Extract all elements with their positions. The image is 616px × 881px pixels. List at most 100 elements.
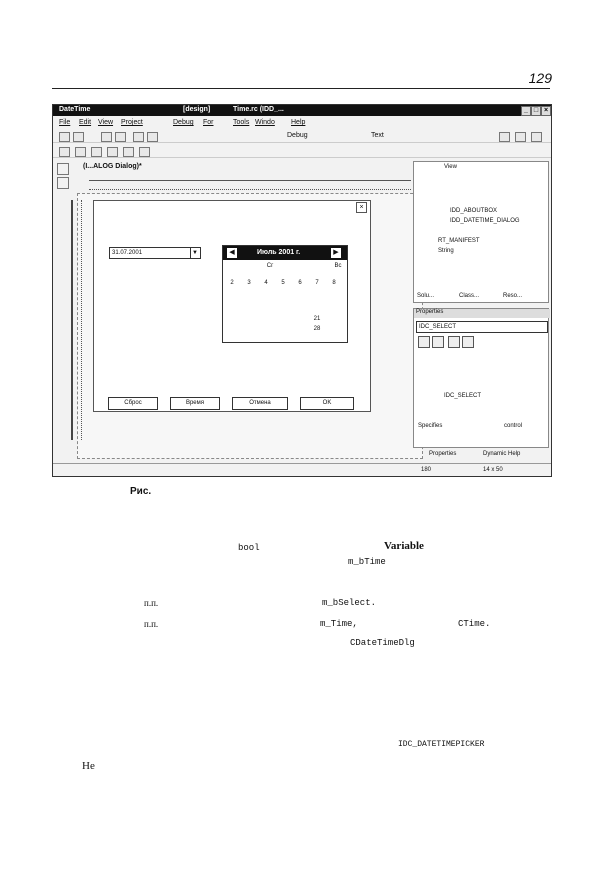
same-size-icon[interactable] [139,147,150,157]
calendar-header: ◀ Июль 2001 г. ▶ [223,246,347,260]
calendar-day[interactable]: 4 [264,280,268,286]
save-icon[interactable] [101,132,112,142]
dialog-close-icon[interactable]: × [356,202,367,213]
minimize-button[interactable]: _ [521,106,531,116]
prev-month-icon[interactable]: ◀ [227,248,237,258]
body-text-ne: Не [82,760,95,772]
code-bool: bool [238,543,260,553]
calendar-day[interactable]: 3 [247,280,251,286]
properties-title: Properties [414,309,550,318]
description-label: Specifies [418,423,443,429]
menu-window[interactable]: Windo [255,119,275,126]
calendar-day[interactable]: 7 [315,280,319,286]
close-button[interactable]: × [541,106,551,116]
calendar-day[interactable]: 5 [281,280,285,286]
solution-explorer-icon[interactable] [499,132,510,142]
properties-icon[interactable] [448,336,460,348]
calendar-day[interactable]: 2 [230,280,234,286]
server-explorer-icon[interactable] [57,163,69,175]
toolbox-icon[interactable] [531,132,542,142]
tab-properties[interactable]: Properties [429,451,457,457]
status-position: 180 [421,467,432,473]
next-month-icon[interactable]: ▶ [331,248,341,258]
cut-icon[interactable] [133,132,144,142]
doc-tab[interactable]: (I...ALOG Dialog)* [83,163,142,170]
properties-icon[interactable] [515,132,526,142]
standard-toolbar: Debug Text [53,130,551,143]
bottom-tabs: Properties Dynamic Help [413,449,547,461]
menu-file[interactable]: File [59,119,71,126]
code-m-time: m_Time, [320,619,358,629]
list-marker: п.п. [144,619,159,629]
menu-format[interactable]: For [203,119,214,126]
tree-item[interactable]: IDD_DATETIME_DIALOG [450,218,520,224]
open-icon[interactable] [73,132,84,142]
explorer-tabs: Solu... Class... Reso... [413,291,547,303]
center-icon[interactable] [123,147,134,157]
dialog-editor-toolbar [53,145,551,158]
cancel-button[interactable]: Отмена [232,397,288,410]
ide-screenshot: DateTime [design] Time.rc (IDD_... _ □ ×… [52,104,552,477]
config-dropdown[interactable]: Debug [287,132,308,139]
align-left-icon[interactable] [59,147,70,157]
description-value: control [504,423,523,429]
list-marker: п.п. [144,598,159,608]
find-combo[interactable]: Text [371,132,384,139]
time-button[interactable]: Время [170,397,220,410]
calendar-day[interactable]: 21 [313,316,321,322]
maximize-button[interactable]: □ [531,106,541,116]
categorized-icon[interactable] [418,336,430,348]
menu-edit[interactable]: Edit [79,119,92,126]
align-bottom-icon[interactable] [107,147,118,157]
code-idc-picker: IDC_DATETIMEPICKER [398,740,485,749]
menu-debug[interactable]: Debug [173,119,194,126]
align-top-icon[interactable] [91,147,102,157]
dialog-preview: × 31.07.2001 ▼ ◀ Июль 2001 г. ▶ Сг Вс 2 … [93,200,371,412]
save-all-icon[interactable] [115,132,126,142]
toolbox-tab-icon[interactable] [57,177,69,189]
tree-item[interactable]: String [438,248,454,254]
figure-caption: Рис. [130,486,152,497]
tree-item[interactable]: IDD_ABOUTBOX [450,208,498,214]
header-rule [52,88,550,89]
month-calendar[interactable]: ◀ Июль 2001 г. ▶ Сг Вс 2 3 4 5 6 7 8 21 … [222,245,348,343]
menu-bar: File Edit View Project Debug For Tools W… [53,118,551,128]
dropdown-arrow-icon[interactable]: ▼ [190,248,199,258]
menu-help[interactable]: Help [291,119,306,126]
calendar-day[interactable]: 28 [313,326,321,332]
tab-class[interactable]: Class... [459,293,480,299]
status-bar: 180 14 x 50 [53,463,551,476]
code-m-btime: m_bTime [348,557,386,567]
mode-title: [design] [183,106,211,113]
reset-button[interactable]: Сброс [108,397,158,410]
events-icon[interactable] [462,336,474,348]
panel-header: View [444,164,457,170]
day-header-sun: Вс [334,263,342,269]
calendar-title: Июль 2001 г. [257,249,301,256]
menu-view[interactable]: View [98,119,114,126]
calendar-day[interactable]: 8 [332,280,336,286]
calendar-day[interactable]: 6 [298,280,302,286]
tab-resource[interactable]: Reso... [503,293,523,299]
align-right-icon[interactable] [75,147,86,157]
menu-tools[interactable]: Tools [233,119,250,126]
variable-term: Variable [384,540,424,552]
ok-button[interactable]: OK [300,397,354,410]
app-title: DateTime [59,106,91,113]
object-selector[interactable]: IDC_SELECT [416,321,548,333]
tree-item[interactable]: RT_MANIFEST [438,238,480,244]
tab-solution[interactable]: Solu... [417,293,435,299]
menu-project[interactable]: Project [121,119,143,126]
code-class-name: CDateTimeDlg [350,638,415,648]
code-m-bselect: m_bSelect. [322,598,377,608]
resource-view-panel: View IDD_ABOUTBOX IDD_DATETIME_DIALOG RT… [413,161,549,303]
new-icon[interactable] [59,132,70,142]
date-picker[interactable]: 31.07.2001 ▼ [109,247,201,259]
copy-icon[interactable] [147,132,158,142]
alphabetic-icon[interactable] [432,336,444,348]
horizontal-ruler [89,180,411,190]
day-header-wed: Сг [266,263,274,269]
properties-panel: Properties IDC_SELECT IDC_SELECT Specifi… [413,308,550,448]
tab-dynamic-help[interactable]: Dynamic Help [483,451,521,457]
date-value: 31.07.2001 [112,250,143,256]
